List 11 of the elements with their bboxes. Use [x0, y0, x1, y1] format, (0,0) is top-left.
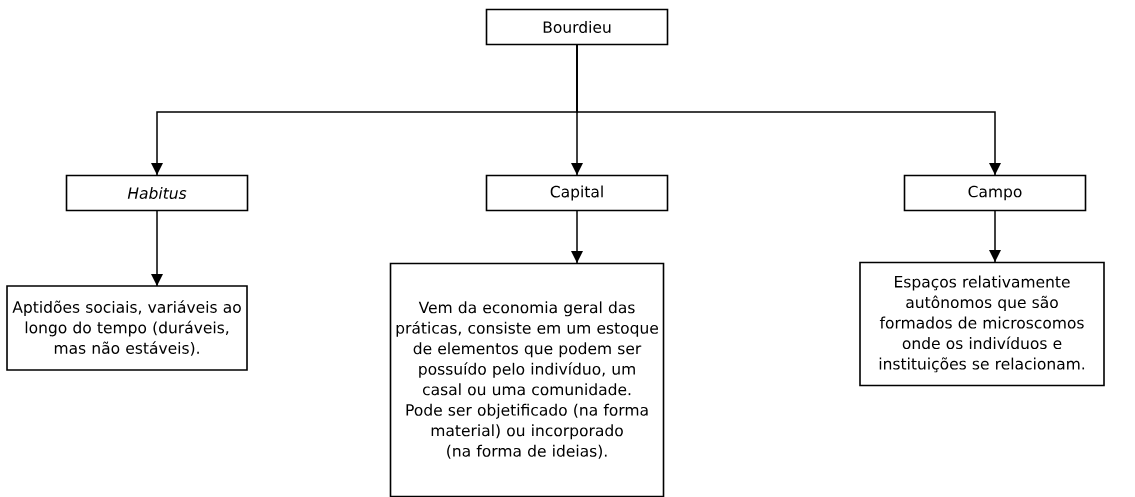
arrow [576, 43, 1001, 176]
arrow [571, 209, 583, 264]
concept-box: Capital [485, 174, 669, 212]
arrow [989, 209, 1001, 263]
concept-box: Bourdieu [485, 8, 669, 46]
concept-box: Habitus [65, 174, 249, 212]
description-box: Espaços relativamente autônomos que são formados de microscomos onde os indivíduos e instituições se relacionam. [859, 261, 1105, 387]
description-box: Aptidões sociais, variáveis ao longo do tempo (duráveis, mas não estáveis). [6, 285, 248, 371]
description-box: Vem da economia geral das práticas, consiste em um estoque de elementos que podem ser possuído pelo indivíduo, um casal ou uma comunidade. Pode ser objetificado (na forma material) ou incorporado (na forma de ideias). [389, 262, 665, 497]
concept-box: Campo [903, 174, 1087, 212]
arrow [151, 209, 163, 287]
